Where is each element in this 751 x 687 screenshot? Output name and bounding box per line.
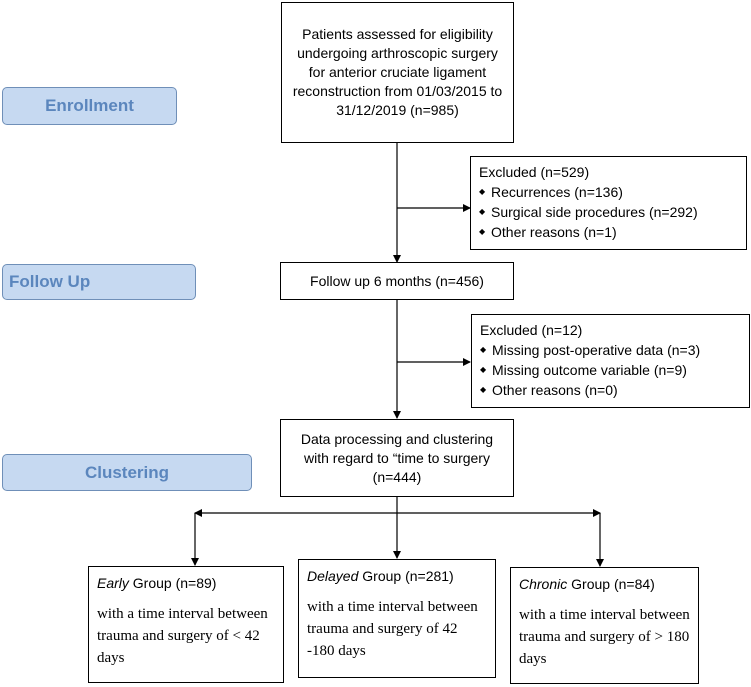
list-item-text: Other reasons (n=1) [491,224,617,240]
chronic-group-title: Chronic Group (n=84) [519,576,690,592]
list-item-text: Other reasons (n=0) [492,382,618,398]
bullet-icon: ◆ [480,345,487,354]
list-item: ◆ Missing outcome variable (n=9) [480,360,741,380]
list-item: ◆ Missing post-operative data (n=3) [480,340,741,360]
early-group-title: Early Group (n=89) [97,575,275,591]
bullet-icon: ◆ [479,227,486,236]
delayed-group-desc: with a time interval between trauma and … [307,599,478,659]
bullet-icon: ◆ [480,365,487,374]
followup-text: Follow up 6 months (n=456) [310,272,484,289]
stage-follow-up: Follow Up [2,264,196,300]
excluded-2-list: ◆ Missing post-operative data (n=3) ◆ Miss… [480,340,741,400]
excluded-2-title: Excluded (n=12) [480,322,583,338]
early-group-count: Group (n=89) [128,575,217,591]
list-item: ◆ Recurrences (n=136) [479,182,738,202]
stage-enrollment-label: Enrollment [45,96,134,115]
delayed-group-name: Delayed [307,568,359,584]
delayed-group-box: Delayed Group (n=281) with a time interv… [298,559,496,678]
delayed-group-count: Group (n=281) [358,568,454,584]
list-item-text: Missing post-operative data (n=3) [492,342,701,358]
stage-clustering-label: Clustering [84,462,170,482]
list-item-text: Recurrences (n=136) [491,184,623,200]
stage-enrollment: Enrollment [2,87,177,125]
chronic-group-desc: with a time interval between trauma and … [519,607,690,667]
chronic-group-count: Group (n=84) [567,576,655,592]
chronic-group-box: Chronic Group (n=84) with a time interva… [510,567,699,684]
early-group-box: Early Group (n=89) with a time interval … [88,566,284,683]
list-item: ◆ Other reasons (n=0) [480,380,741,400]
early-group-name: Early [97,575,129,591]
list-item: ◆ Surgical side procedures (n=292) [479,202,738,222]
delayed-group-title: Delayed Group (n=281) [307,568,487,584]
early-group-desc: with a time interval between trauma and … [97,606,268,666]
list-item-text: Surgical side procedures (n=292) [491,204,698,220]
excluded-box-1: Excluded (n=529) ◆ Recurrences (n=136) ◆ S… [470,156,747,250]
bullet-icon: ◆ [479,187,486,196]
excluded-1-title: Excluded (n=529) [479,164,590,180]
bullet-icon: ◆ [480,385,487,394]
assessed-text: Patients assessed for eligibility underg… [292,26,503,118]
assessed-box: Patients assessed for eligibility underg… [281,2,514,143]
chronic-group-name: Chronic [519,576,568,592]
excluded-1-list: ◆ Recurrences (n=136) ◆ Surgical side proc… [479,182,738,242]
stage-clustering: Clustering [2,454,252,491]
stage-follow-up-label: Follow Up [9,272,91,291]
processing-box: Data processing and clustering with rega… [280,419,514,497]
excluded-box-2: Excluded (n=12) ◆ Missing post-operative … [471,314,750,408]
list-item: ◆ Other reasons (n=1) [479,222,738,242]
followup-box: Follow up 6 months (n=456) [280,262,514,300]
processing-text: Data processing and clustering with rega… [300,430,494,485]
bullet-icon: ◆ [479,207,486,216]
list-item-text: Missing outcome variable (n=9) [492,362,687,378]
